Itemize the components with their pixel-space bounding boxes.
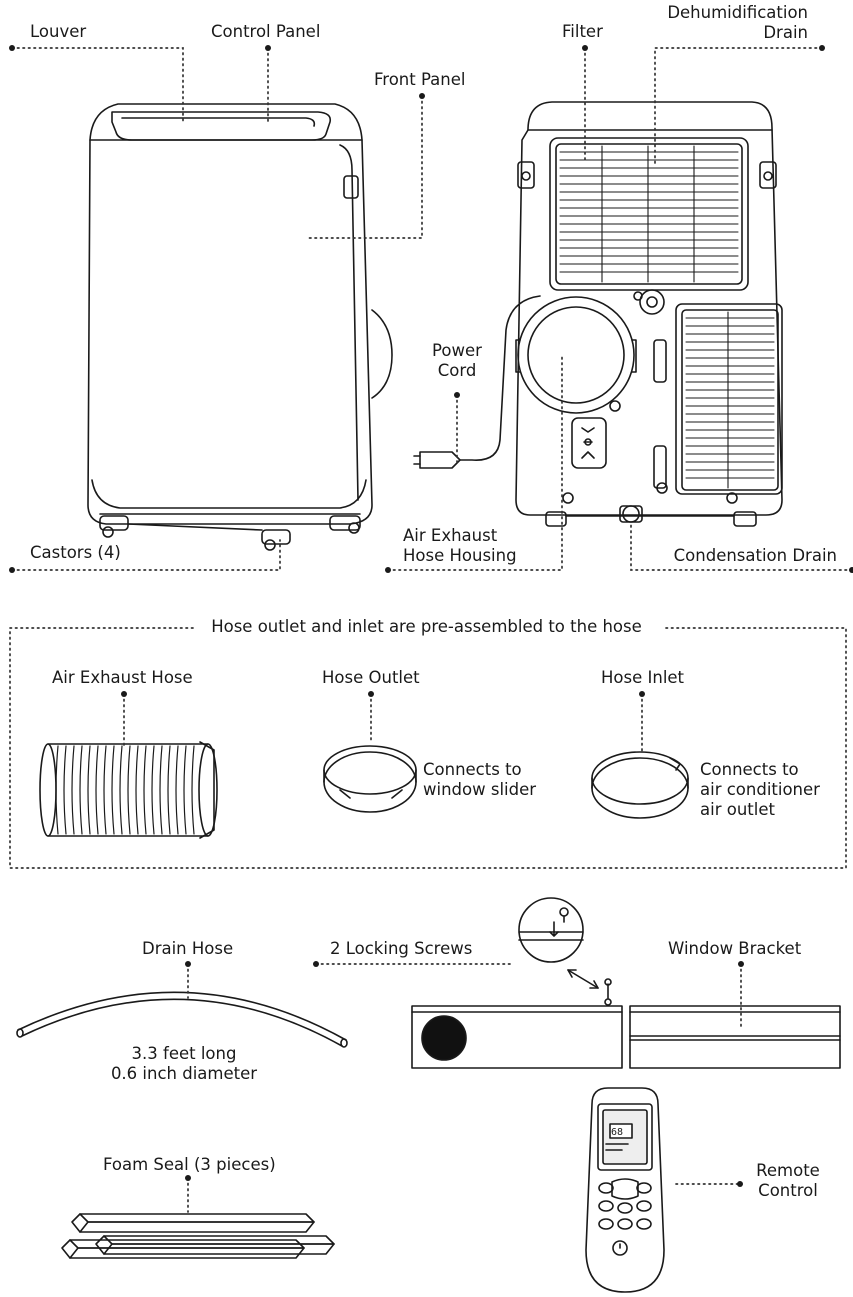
- label-air-exhaust-hose-housing: Air Exhaust Hose Housing: [403, 526, 517, 565]
- hose-inlet-ring: [591, 751, 689, 819]
- label-control-panel: Control Panel: [211, 22, 321, 41]
- leader-endpoints: [9, 45, 853, 1187]
- hose-outlet-description: Connects to window slider: [423, 760, 537, 799]
- foam-seals: [61, 1213, 335, 1259]
- remote-display-readout: 68: [611, 1127, 623, 1138]
- hose-outlet-ring: [323, 745, 417, 813]
- window-slider: [411, 978, 623, 1069]
- remote-control: [585, 1087, 665, 1293]
- drain-hose: [16, 991, 348, 1048]
- locking-screw-detail: [518, 897, 599, 989]
- drain-hose-spec: 3.3 feet long 0.6 inch diameter: [110, 1044, 258, 1083]
- ac-rear-view: [413, 101, 783, 527]
- leader-lines: [9, 47, 853, 1213]
- label-front-panel: Front Panel: [374, 70, 466, 89]
- label-hose-inlet: Hose Inlet: [601, 668, 685, 687]
- label-air-exhaust-hose: Air Exhaust Hose: [52, 668, 193, 687]
- label-louver: Louver: [30, 22, 87, 41]
- label-drain-hose: Drain Hose: [142, 939, 234, 958]
- label-foam-seal: Foam Seal (3 pieces): [103, 1155, 276, 1174]
- label-castors: Castors (4): [30, 543, 121, 562]
- hose-section-title: Hose outlet and inlet are pre-assembled …: [0, 617, 853, 637]
- exhaust-grille: [685, 311, 775, 489]
- label-remote-control: Remote Control: [756, 1161, 820, 1200]
- label-condensation-drain: Condensation Drain: [673, 546, 837, 565]
- hose-inlet-description: Connects to air conditioner air outlet: [700, 760, 820, 819]
- label-hose-outlet: Hose Outlet: [322, 668, 420, 687]
- air-exhaust-hose: [39, 741, 218, 839]
- window-bracket: [629, 1005, 841, 1069]
- label-dehumidification-drain: Dehumidification Drain: [667, 3, 808, 42]
- ac-front-view: [87, 103, 393, 551]
- label-filter: Filter: [562, 22, 603, 41]
- label-window-bracket: Window Bracket: [668, 939, 802, 958]
- filter-grille: [559, 145, 739, 283]
- label-power-cord: Power Cord: [432, 341, 482, 380]
- label-locking-screws: 2 Locking Screws: [330, 939, 473, 958]
